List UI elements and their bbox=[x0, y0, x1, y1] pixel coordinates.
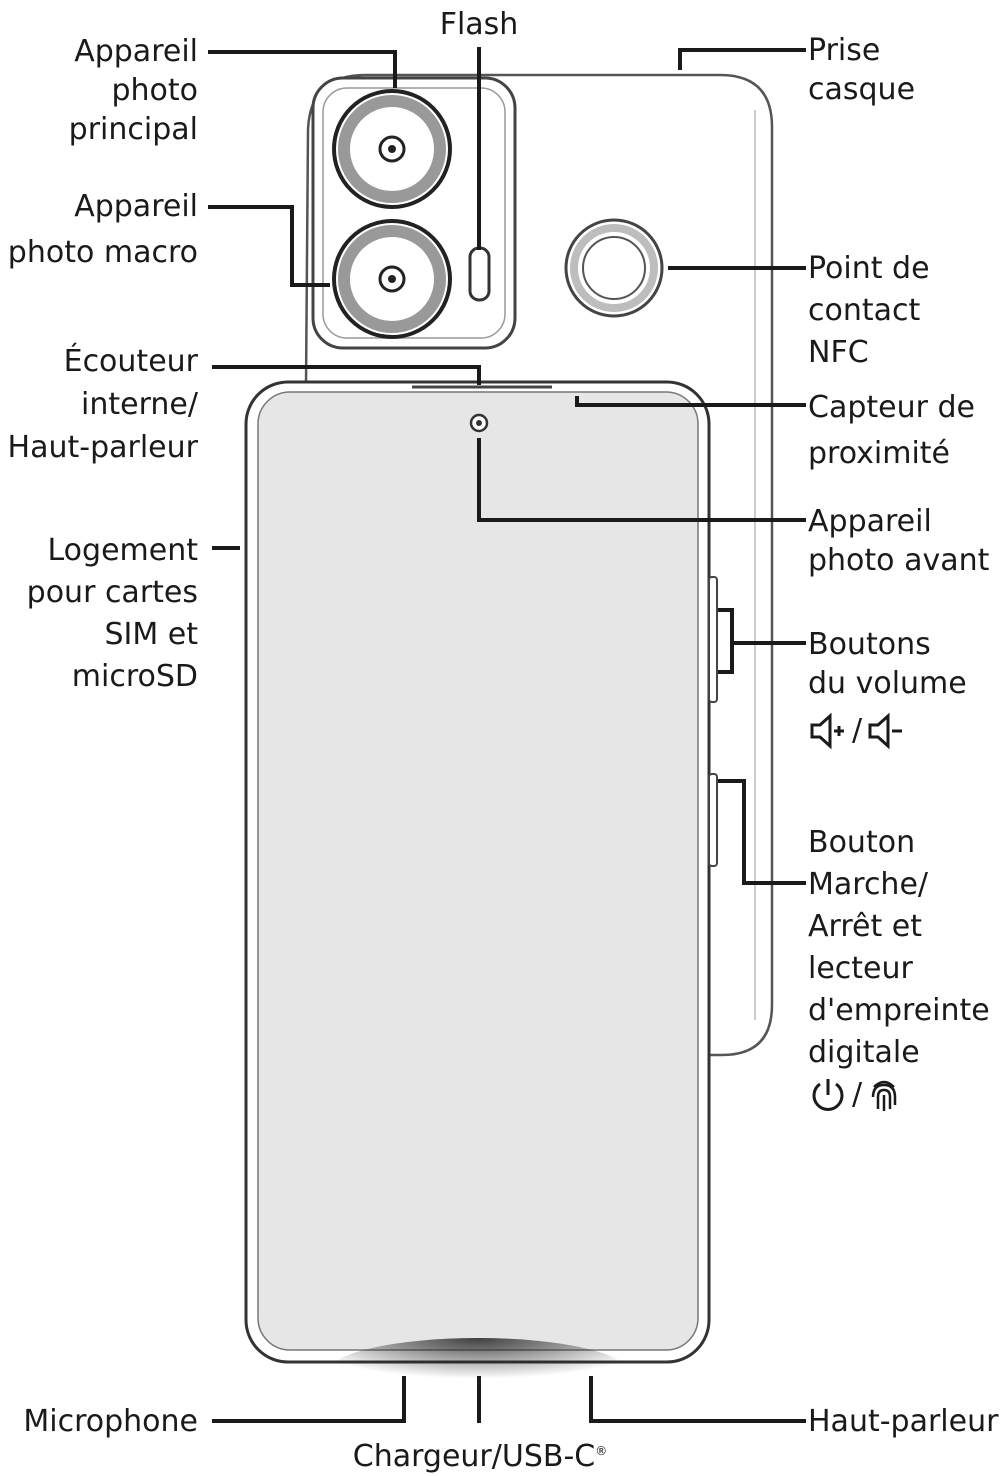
label-line: Écouteur bbox=[63, 344, 198, 379]
leader-front-camera bbox=[477, 438, 806, 522]
label-charger: Chargeur/USB-C® bbox=[330, 1432, 630, 1476]
label-line: photo avant bbox=[808, 543, 990, 578]
label-proximity: Capteur de proximité bbox=[808, 385, 975, 477]
label-line: d'empreinte bbox=[808, 993, 990, 1028]
label-line: Chargeur/USB-C® bbox=[330, 1432, 630, 1476]
main-camera-lens bbox=[332, 89, 452, 209]
volume-button-hardware bbox=[708, 576, 718, 703]
phone-front bbox=[244, 380, 711, 1364]
label-line: Appareil bbox=[74, 34, 198, 69]
label-line: microSD bbox=[71, 659, 198, 694]
volume-down-icon bbox=[868, 712, 903, 749]
power-button-hardware bbox=[708, 773, 718, 867]
leader-main-camera bbox=[208, 50, 397, 88]
label-line: pour cartes bbox=[26, 575, 198, 610]
label-headset-jack: Prise casque bbox=[808, 31, 915, 109]
charger-text: Chargeur/USB-C bbox=[352, 1439, 596, 1474]
label-line: Appareil bbox=[808, 504, 932, 539]
label-front-camera: Appareil photo avant bbox=[808, 502, 989, 580]
label-line: NFC bbox=[808, 335, 869, 370]
nfc-marker bbox=[564, 218, 664, 318]
label-line: photo macro bbox=[7, 235, 198, 270]
volume-up-icon bbox=[810, 712, 844, 749]
leader-earpiece bbox=[212, 365, 481, 385]
power-icon bbox=[812, 1078, 844, 1111]
label-line: Prise bbox=[808, 33, 881, 68]
label-line: Boutons bbox=[808, 627, 931, 662]
leader-macro-camera bbox=[208, 205, 330, 287]
label-line: Haut-parleur bbox=[808, 1404, 999, 1439]
power-icons: / bbox=[808, 1074, 902, 1120]
label-line: Arrêt et bbox=[808, 909, 922, 944]
label-sim-slot: Logement pour cartes SIM et microSD bbox=[27, 530, 198, 698]
label-line: principal bbox=[68, 112, 198, 147]
macro-camera-lens bbox=[332, 219, 452, 339]
label-line: Logement bbox=[47, 533, 199, 568]
icon-separator: / bbox=[852, 1077, 863, 1112]
label-line: Microphone bbox=[23, 1404, 198, 1439]
label-earpiece: Écouteur interne/ Haut-parleur bbox=[8, 340, 198, 469]
label-line: Marche/ bbox=[808, 867, 929, 902]
label-nfc: Point de contact NFC bbox=[808, 248, 930, 374]
icon-separator: / bbox=[852, 713, 863, 748]
front-camera bbox=[469, 413, 489, 433]
label-line: Capteur de bbox=[808, 390, 975, 425]
label-microphone: Microphone bbox=[23, 1402, 198, 1441]
label-line: Bouton bbox=[808, 825, 916, 860]
label-speaker: Haut-parleur bbox=[808, 1402, 998, 1441]
leader-power bbox=[718, 779, 806, 885]
label-line: digitale bbox=[808, 1035, 920, 1070]
label-macro-camera: Appareil photo macro bbox=[8, 184, 198, 276]
label-volume: Boutons du volume bbox=[808, 625, 967, 703]
label-line: SIM et bbox=[104, 617, 198, 652]
registered-mark: ® bbox=[595, 1444, 608, 1458]
leader-proximity bbox=[575, 396, 806, 407]
label-line: interne/ bbox=[81, 387, 198, 422]
fingerprint-icon bbox=[871, 1080, 897, 1111]
label-power: Bouton Marche/ Arrêt et lecteur d'emprei… bbox=[808, 822, 990, 1074]
label-flash: Flash bbox=[420, 5, 538, 44]
leader-microphone bbox=[212, 1376, 406, 1423]
label-line: contact bbox=[808, 293, 921, 328]
label-main-camera: Appareil photo principal bbox=[69, 32, 198, 149]
label-line: du volume bbox=[808, 666, 967, 701]
label-line: lecteur bbox=[808, 951, 913, 986]
label-line: Haut-parleur bbox=[7, 430, 198, 465]
label-line: Flash bbox=[439, 7, 519, 42]
label-line: photo bbox=[111, 73, 198, 108]
label-line: proximité bbox=[808, 436, 951, 471]
flash-led bbox=[468, 246, 491, 302]
label-line: Appareil bbox=[74, 189, 198, 224]
leader-headset bbox=[678, 48, 806, 70]
leader-speaker bbox=[589, 1376, 806, 1423]
label-line: Point de bbox=[808, 251, 930, 286]
label-line: casque bbox=[808, 72, 916, 107]
volume-icons: / bbox=[808, 710, 906, 754]
